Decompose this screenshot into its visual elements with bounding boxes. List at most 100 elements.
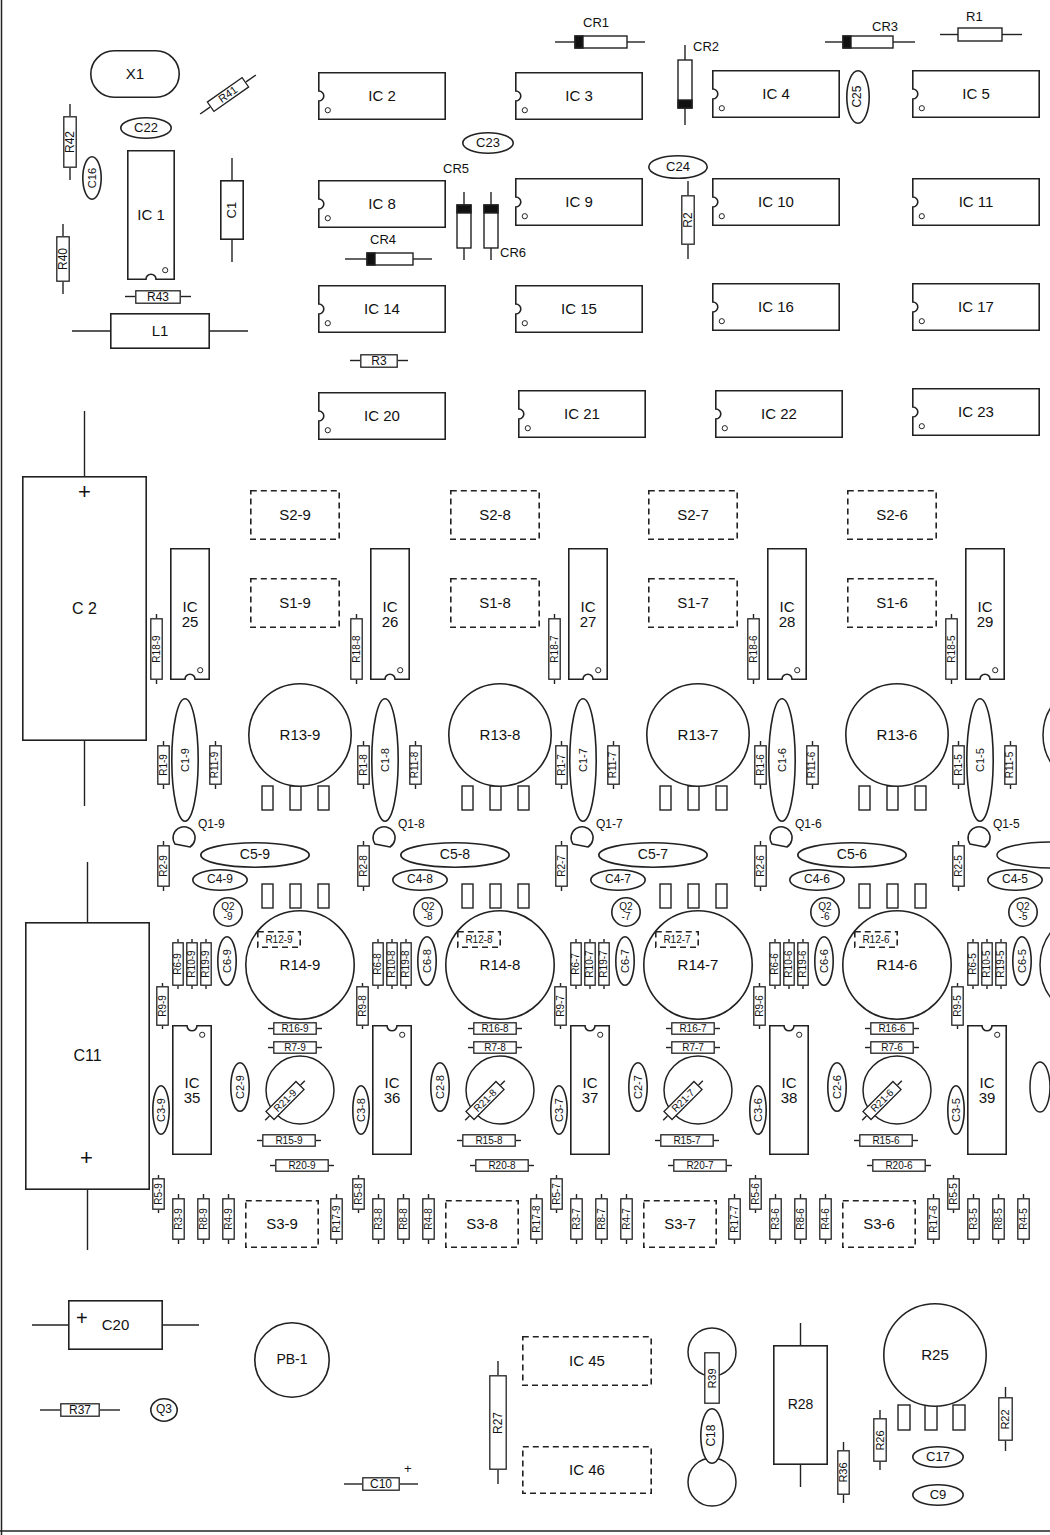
part-label: R2-9 xyxy=(159,855,169,877)
outline xyxy=(913,1485,963,1505)
ic-package: IC 23 xyxy=(912,388,1040,436)
lead-wire xyxy=(178,1194,179,1198)
outline xyxy=(644,911,752,1019)
lead-wire xyxy=(802,986,803,989)
lead-wire xyxy=(403,1240,404,1244)
part-label: C6-6 xyxy=(818,949,830,973)
potentiometer-leg xyxy=(887,786,898,810)
pin-one-dot xyxy=(596,668,601,673)
label-group: R5-7 xyxy=(552,1183,562,1205)
lead-wire xyxy=(231,158,232,180)
lead-wire xyxy=(191,986,192,989)
label-group: R3-7 xyxy=(572,1208,582,1230)
outline xyxy=(387,943,397,985)
label-group: R14-9 xyxy=(280,957,321,974)
part-label: R3-9 xyxy=(174,1208,184,1230)
label-group: C1-7 xyxy=(577,748,589,772)
ic-package: IC 20 xyxy=(318,392,446,440)
label-group: R20-6 xyxy=(885,1161,912,1171)
potentiometer-leg xyxy=(915,786,926,810)
part-label: R16-8 xyxy=(481,1024,508,1034)
part-label: S2-8 xyxy=(479,507,511,524)
label-group: R5-8 xyxy=(354,1183,364,1205)
socket-outline: S2-8 xyxy=(450,490,540,540)
lead-wire xyxy=(627,41,645,42)
lead-wire xyxy=(560,1026,561,1029)
resistor-body: R3-8 xyxy=(372,1198,385,1240)
outline xyxy=(701,1409,723,1463)
outline xyxy=(451,579,539,627)
outline xyxy=(319,286,445,332)
lead-wire xyxy=(125,296,135,297)
label-group: C3-6 xyxy=(752,1098,764,1122)
part-label: R8-8 xyxy=(399,1208,409,1230)
outline xyxy=(795,1199,806,1239)
lead-wire xyxy=(788,939,789,942)
label-group: IC 11 xyxy=(959,194,994,211)
part-label: C6-5 xyxy=(1016,949,1028,973)
pin-one-dot xyxy=(719,319,724,324)
lead-wire xyxy=(775,1240,776,1244)
part-label: R20-9 xyxy=(288,1161,315,1171)
component-outline: C24 xyxy=(648,155,708,179)
outline xyxy=(913,389,1039,435)
label-group: IC 10 xyxy=(758,194,794,211)
label-group: R3 xyxy=(371,355,386,367)
lead-wire xyxy=(210,330,248,331)
lead-wire xyxy=(497,1361,498,1375)
outline xyxy=(373,1199,384,1239)
potentiometer-leg xyxy=(318,786,329,810)
label-group: X1 xyxy=(126,66,144,83)
outline xyxy=(729,1199,740,1239)
lead-wire xyxy=(497,1470,498,1484)
label-group: R3-8 xyxy=(374,1208,384,1230)
pin-one-dot xyxy=(719,214,724,219)
part-label: R6-8 xyxy=(373,953,383,975)
part-label: R42 xyxy=(64,131,76,153)
label-group: R4-5 xyxy=(1019,1208,1029,1230)
label-group: Q3 xyxy=(156,1403,172,1416)
part-label: R8-9 xyxy=(199,1208,209,1230)
component-outline: C3-8 xyxy=(352,1085,370,1135)
lead-wire xyxy=(973,1240,974,1244)
lead-wire xyxy=(715,1047,720,1048)
lead-wire xyxy=(501,1081,505,1085)
part-label: CR4 xyxy=(370,233,396,247)
lead-wire xyxy=(203,1194,204,1198)
lead-wire xyxy=(734,1240,735,1244)
label-group: R11-6 xyxy=(808,752,818,779)
lead-wire xyxy=(561,785,562,789)
ic-package: IC 21 xyxy=(518,390,646,438)
resistor-body: R37 xyxy=(60,1403,100,1417)
diode-band xyxy=(457,205,471,213)
potentiometer-leg xyxy=(462,786,473,810)
outline xyxy=(431,1063,449,1111)
lead-wire xyxy=(774,939,775,942)
lead-wire xyxy=(162,983,163,986)
part-label: C 2 xyxy=(72,600,97,618)
ic-package: IC 5 xyxy=(912,70,1040,118)
part-label: + xyxy=(76,1307,88,1329)
part-label: IC 39 xyxy=(979,1075,996,1105)
outline xyxy=(649,579,737,627)
lead-wire xyxy=(953,1210,954,1213)
label-group: R10-6 xyxy=(784,950,794,977)
crystal-outline: X1 xyxy=(90,50,180,98)
component-outline: C9 xyxy=(912,1484,964,1506)
part-label: CR5 xyxy=(443,162,469,176)
pin-one-dot xyxy=(325,216,330,221)
resistor-body: R6-8 xyxy=(372,942,384,986)
label-group: IC 25 xyxy=(182,599,199,629)
part-label: R5-7 xyxy=(552,1183,562,1205)
label-group: R15-7 xyxy=(673,1136,700,1146)
lead-wire xyxy=(576,1240,577,1244)
part-label: R19-6 xyxy=(798,950,808,977)
label-group: C25 xyxy=(851,86,864,108)
component-outline: C1-6 xyxy=(768,698,796,822)
lead-wire xyxy=(163,887,164,891)
part-label: C3-8 xyxy=(355,1098,367,1122)
lead-wire xyxy=(87,862,88,922)
outline xyxy=(393,870,447,890)
part-label: R1-5 xyxy=(954,754,964,776)
outline xyxy=(210,746,221,784)
